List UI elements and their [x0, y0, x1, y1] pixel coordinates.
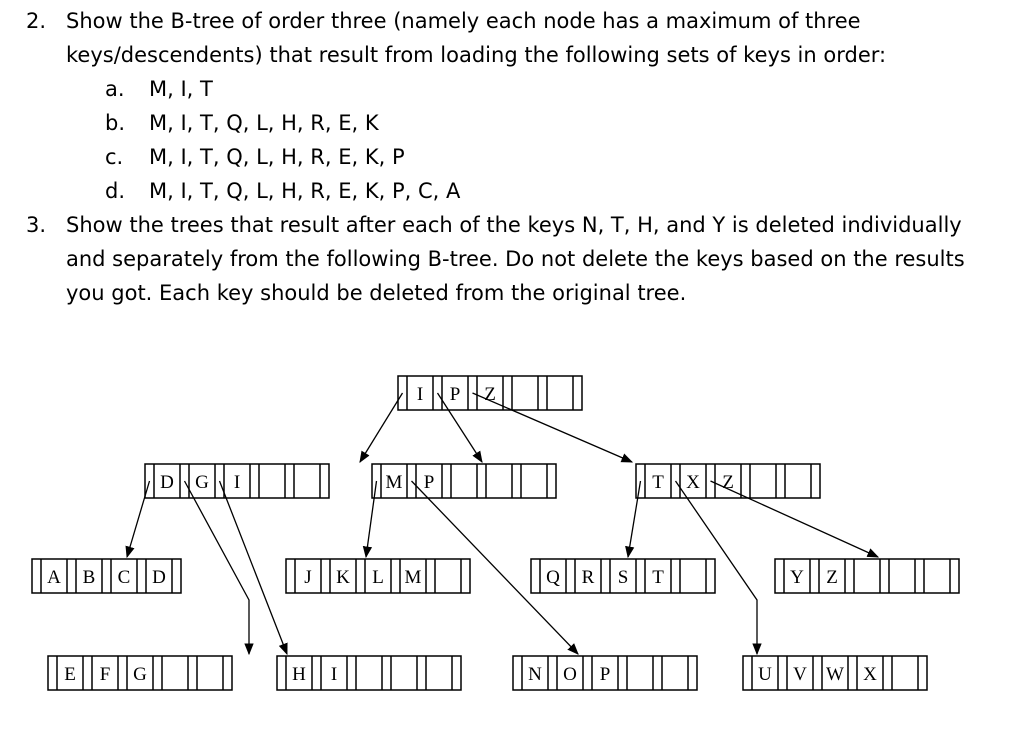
leaf-node: E F G — [47, 655, 233, 691]
node-key: S — [618, 567, 629, 588]
node-box — [47, 655, 233, 691]
node-key: O — [563, 664, 577, 685]
question-number: 3. — [26, 213, 47, 237]
item-keys: M, I, T — [149, 77, 213, 101]
node-key: N — [528, 664, 542, 685]
node-key: F — [100, 664, 111, 685]
question-text: Show the B-tree of order three (namely e… — [66, 9, 887, 67]
question-2: 2. Show the B-tree of order three (namel… — [26, 4, 1006, 72]
node-key: Q — [546, 567, 560, 588]
node-box — [742, 655, 928, 691]
child-pointer-arrow — [710, 480, 880, 558]
child-pointer-arrow — [362, 480, 378, 559]
item-letter: c. — [105, 145, 124, 169]
node-key: Z — [484, 384, 496, 405]
node-key: V — [793, 664, 807, 685]
node-key: I — [331, 664, 337, 685]
node-key: G — [195, 472, 209, 493]
node-key: P — [450, 384, 461, 405]
node-box — [31, 558, 182, 594]
node-box — [371, 463, 557, 499]
child-pointer-arrow — [472, 392, 634, 463]
item-keys: M, I, T, Q, L, H, R, E, K, P, C, A — [149, 179, 461, 203]
node-key: M — [386, 472, 403, 493]
node-key: W — [826, 664, 844, 685]
node-key: P — [600, 664, 611, 685]
node-box — [276, 655, 462, 691]
node-box — [530, 558, 716, 594]
node-key: E — [64, 664, 76, 685]
node-box — [397, 375, 583, 411]
item-keys: M, I, T, Q, L, H, R, E, K, P — [149, 145, 405, 169]
node-box — [635, 463, 821, 499]
child-pointer-arrow — [411, 480, 579, 655]
question-text: Show the trees that result after each of… — [66, 213, 965, 305]
node-key: I — [234, 472, 240, 493]
node-key: K — [336, 567, 350, 588]
child-pointer-arrow — [436, 392, 483, 463]
node-key: L — [372, 567, 384, 588]
node-key: X — [686, 472, 700, 493]
node-key: X — [863, 664, 877, 685]
node-key: I — [417, 384, 423, 405]
node-key: J — [304, 567, 311, 588]
node-key: Y — [790, 567, 804, 588]
node-key: U — [758, 664, 772, 685]
node-key: A — [47, 567, 61, 588]
node-box — [774, 558, 960, 594]
child-pointer-arrow — [625, 480, 642, 559]
node-key: H — [292, 664, 306, 685]
node-key: D — [152, 567, 166, 588]
node-box — [512, 655, 698, 691]
node-key: M — [405, 567, 422, 588]
node-key: C — [118, 567, 131, 588]
leaf-node: Q R S T — [530, 558, 716, 594]
child-pointer-arrow — [674, 480, 762, 656]
child-pointer-arrow — [218, 480, 288, 656]
node-key: B — [83, 567, 96, 588]
node-key: Z — [826, 567, 838, 588]
item-letter: a. — [105, 77, 125, 101]
item-letter: d. — [105, 179, 126, 203]
question-3: 3. Show the trees that result after each… — [26, 208, 1006, 310]
node-key: R — [582, 567, 595, 588]
child-pointer-arrow — [183, 480, 254, 656]
node-key: T — [652, 567, 664, 588]
item-keys: M, I, T, Q, L, H, R, E, K — [149, 111, 379, 135]
node-key: Z — [722, 472, 734, 493]
node-box — [285, 558, 471, 594]
item-letter: b. — [105, 111, 126, 135]
node-key: T — [652, 472, 664, 493]
question-number: 2. — [26, 9, 47, 33]
node-key: G — [133, 664, 147, 685]
child-pointer-arrow — [359, 392, 404, 463]
node-key: P — [424, 472, 435, 493]
node-box — [144, 463, 330, 499]
node-key: D — [160, 472, 174, 493]
child-pointer-arrow — [125, 480, 151, 559]
